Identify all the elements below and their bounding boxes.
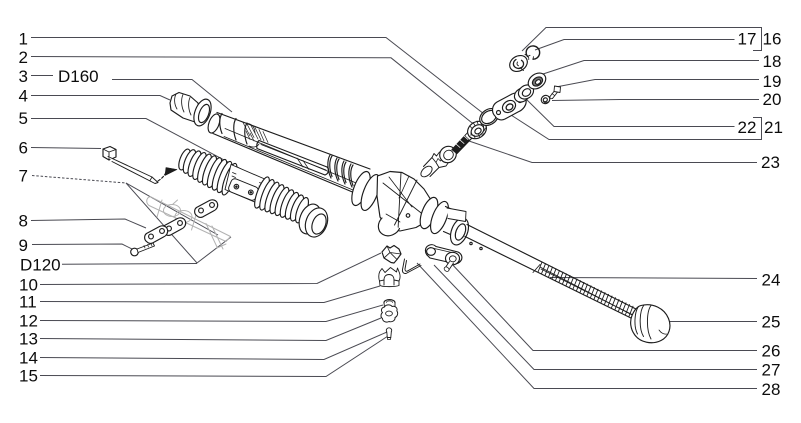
svg-text:24: 24	[762, 271, 781, 290]
svg-text:26: 26	[762, 341, 781, 360]
svg-text:1: 1	[19, 30, 28, 49]
svg-text:3: 3	[19, 67, 28, 86]
svg-text:23: 23	[761, 153, 780, 172]
svg-text:8: 8	[19, 211, 28, 230]
svg-text:20: 20	[763, 90, 782, 109]
svg-text:28: 28	[762, 380, 781, 399]
svg-text:18: 18	[763, 52, 782, 71]
svg-text:15: 15	[19, 366, 38, 385]
svg-text:27: 27	[762, 361, 781, 380]
svg-text:2: 2	[19, 48, 28, 67]
svg-text:D160: D160	[58, 67, 99, 86]
svg-text:17: 17	[738, 30, 757, 49]
svg-text:9: 9	[19, 236, 28, 255]
svg-text:4: 4	[19, 86, 28, 105]
svg-text:6: 6	[19, 138, 28, 157]
svg-text:12: 12	[19, 312, 38, 331]
svg-text:5: 5	[19, 109, 28, 128]
svg-text:16: 16	[763, 30, 782, 49]
svg-text:13: 13	[19, 329, 38, 348]
svg-text:7: 7	[19, 167, 28, 186]
svg-text:25: 25	[762, 313, 781, 332]
svg-text:11: 11	[19, 293, 37, 312]
svg-text:21: 21	[764, 118, 783, 137]
svg-text:19: 19	[763, 72, 782, 91]
svg-text:22: 22	[738, 118, 757, 137]
svg-text:D120: D120	[20, 256, 61, 275]
svg-text:14: 14	[19, 348, 38, 367]
svg-text:10: 10	[19, 275, 38, 294]
